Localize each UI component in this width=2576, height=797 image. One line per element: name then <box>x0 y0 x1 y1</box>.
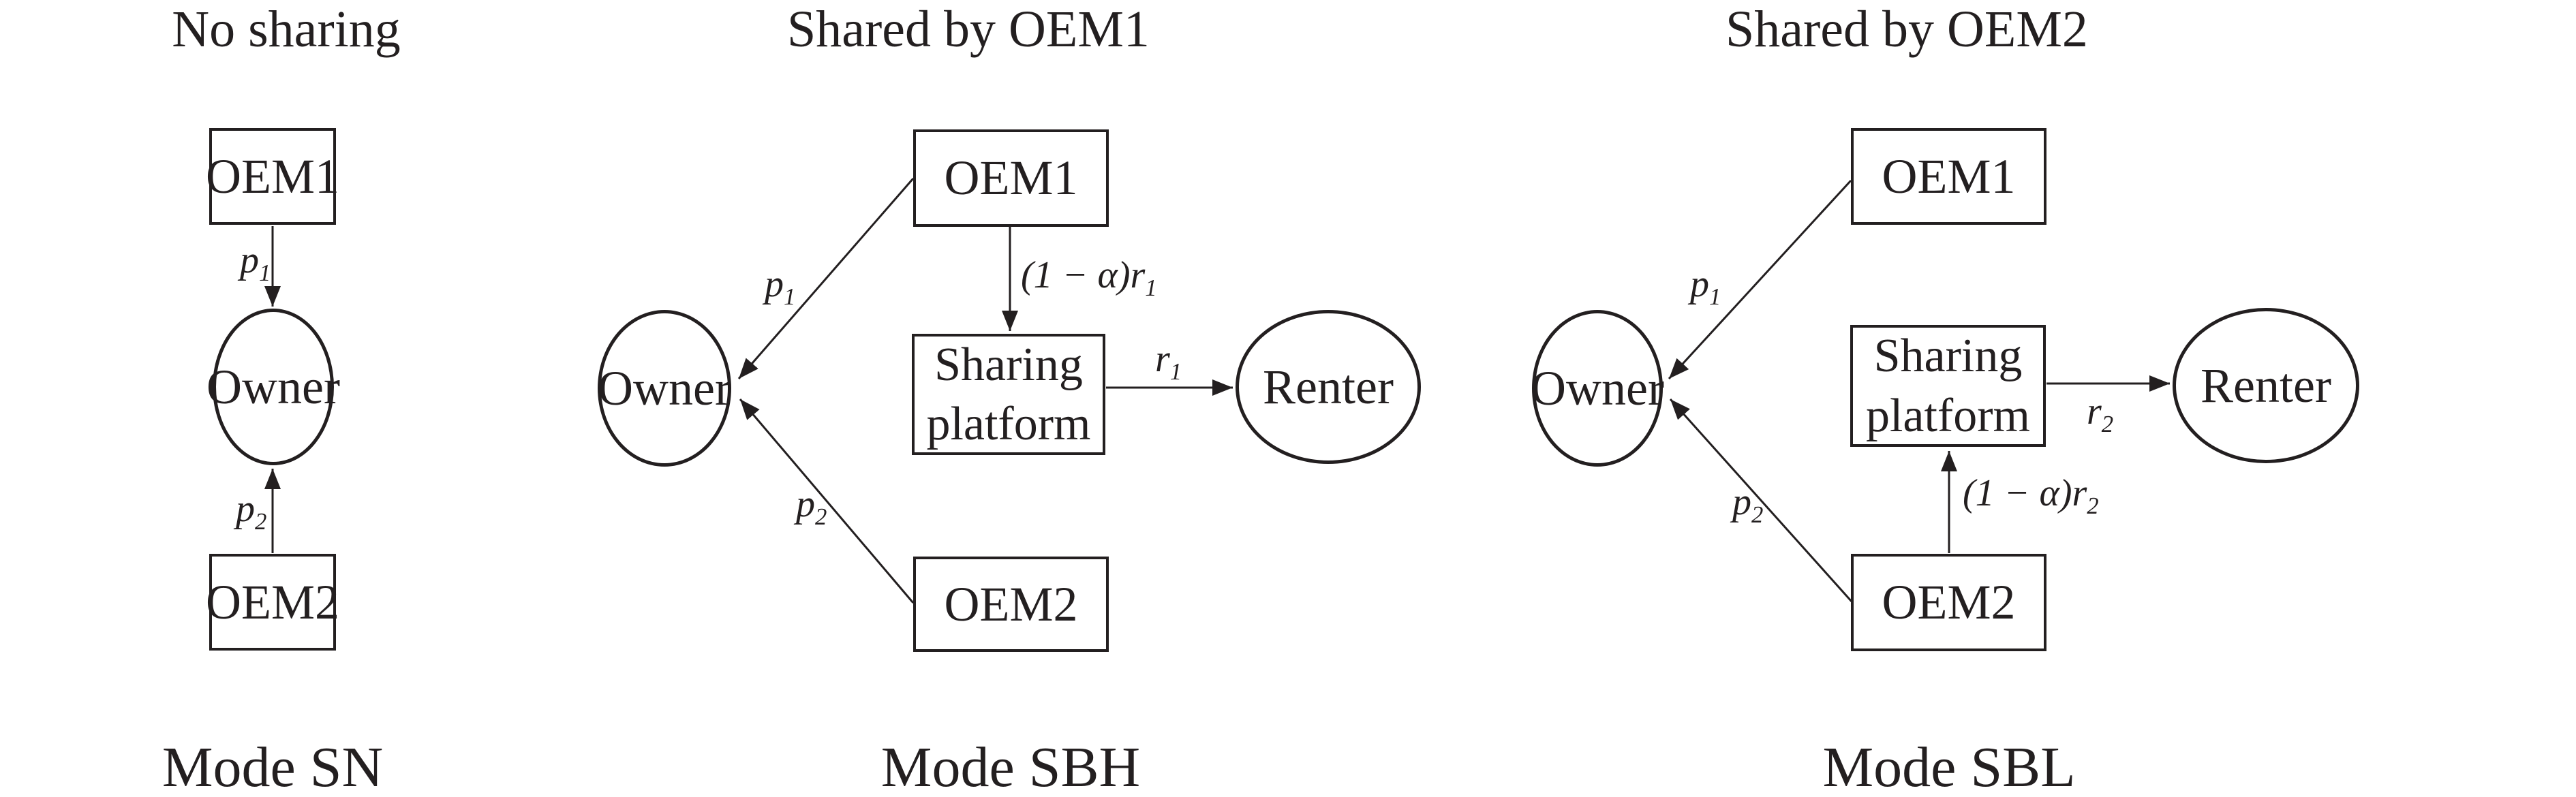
panel1-oem2-node: OEM2 <box>206 554 339 651</box>
panel2-platform-share-label: (1 − α)r1 <box>1021 254 1157 302</box>
panel3-platform-line1: Sharing <box>1873 330 2023 382</box>
panel2-platform-line1: Sharing <box>934 338 1083 391</box>
panel3-p2-edge-label: p2 <box>1732 481 1764 529</box>
panel2-p2-edge-label: p2 <box>796 483 827 531</box>
panel2-p1-edge-label: p1 <box>765 263 796 311</box>
panel3-platform-line2: platform <box>1865 389 2031 442</box>
panel1-oem1-label: OEM1 <box>206 149 339 204</box>
panel2-oem1-node: OEM1 <box>913 129 1109 227</box>
panel1-mode-label: Mode SN <box>162 736 384 797</box>
panel3-renter-node: Renter <box>2173 308 2359 463</box>
panel1-title: No sharing <box>172 1 401 58</box>
panel3-platform-share-label: (1 − α)r2 <box>1963 472 2099 520</box>
panel2-owner-node: Owner <box>598 310 731 467</box>
panel1-p2-edge-label: p2 <box>236 488 267 535</box>
panel3-renter-label: Renter <box>2201 358 2331 413</box>
panel2-rent-fee-label: r1 <box>1155 338 1182 386</box>
panel1-owner-label: Owner <box>206 359 340 414</box>
panel1-oem2-label: OEM2 <box>206 574 339 629</box>
panel2-title: Shared by OEM1 <box>787 1 1150 58</box>
panel1-owner-node: Owner <box>206 309 340 465</box>
panel3-oem2-label: OEM2 <box>1882 575 2016 629</box>
panel3-p1-edge-label: p1 <box>1690 263 1721 311</box>
panel2-oem1-label: OEM1 <box>944 151 1078 205</box>
panel3-title: Shared by OEM2 <box>1726 1 2088 58</box>
panel2-oem2-node: OEM2 <box>913 557 1109 652</box>
panel3-owner-label: Owner <box>1531 360 1664 416</box>
panel1-p1-edge-label: p1 <box>240 239 271 287</box>
panel2-sharing-platform-node: Sharing platform <box>912 334 1105 455</box>
panel1-oem1-node: OEM1 <box>206 128 339 225</box>
panel3-oem2-node: OEM2 <box>1851 554 2046 651</box>
panel3-rent-fee-label: r2 <box>2087 390 2114 438</box>
panel2-mode-label: Mode SBH <box>880 736 1141 797</box>
panel3-mode-label: Mode SBL <box>1822 736 2076 797</box>
panel2-oem2-label: OEM2 <box>944 576 1078 631</box>
panel2-renter-node: Renter <box>1236 310 1421 464</box>
panel3-sharing-platform-node: Sharing platform <box>1850 325 2046 447</box>
panel2-renter-label: Renter <box>1263 359 1394 414</box>
panel3-oem1-label: OEM1 <box>1882 149 2016 204</box>
panel2-platform-line2: platform <box>926 398 1091 450</box>
panel2-owner-label: Owner <box>598 360 731 416</box>
panel3-owner-node: Owner <box>1531 310 1664 467</box>
panel3-oem1-node: OEM1 <box>1851 128 2046 225</box>
